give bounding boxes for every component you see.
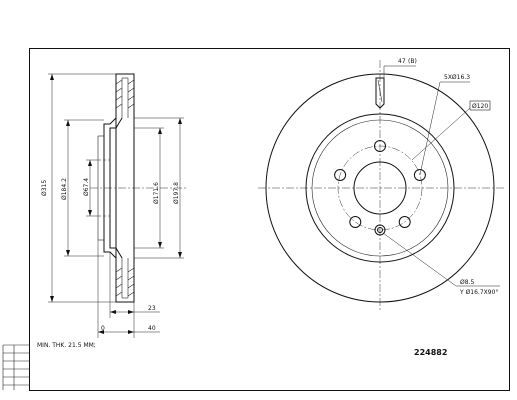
leader-bolts [419,81,441,176]
label-vent: 47 [398,58,406,65]
bolt-hole [398,216,411,228]
label-offset: 23 [148,305,156,312]
note-min-thickness: MIN. THK. 21.5 MM; [37,342,96,349]
hat-outer-circle [311,119,449,257]
label-pin-hole: Ø8.5 [460,279,474,286]
label-center-bore: Ø67.4 [83,178,90,196]
label-outer-diameter: Ø315 [41,180,48,196]
bolt-hole [413,169,426,181]
label-bolts: 5XØ16.3 [444,74,470,81]
bolt-hole [334,169,347,181]
pin-hole-inner [377,227,383,233]
vent-slot [375,77,385,109]
leader-pin-hole [382,232,457,287]
label-friction-inner: Ø197.8 [173,182,180,204]
label-inner-ring: Ø171.6 [153,182,160,204]
pin-hole [374,224,386,236]
disc-outer-circle [265,73,495,303]
label-pcd: Ø120 [472,103,488,110]
leader-pcd [411,107,471,161]
label-hat-diameter: Ø184.2 [61,178,68,200]
front-view: 47 (B) 5XØ16.3 Ø120 Ø8.5 Y Ø16.7X90° [258,58,505,312]
part-number: 224882 [414,348,447,357]
bolt-hole [349,216,362,228]
dim-height-small-mark: 0 [101,325,105,332]
drawing-frame [29,48,510,391]
label-height: 40 [148,325,156,332]
bolt-hole [374,140,386,152]
hat-section-inner [109,117,123,259]
center-bore-circle [353,161,407,215]
bolt-circle [337,145,423,231]
vent-hatching-top [115,79,135,109]
vent-hatching-bottom [115,267,135,297]
label-countersink: Y Ø16.7X90° [459,289,498,296]
vent-unit-mark: (B) [408,58,417,65]
friction-ring-inner-circle [305,113,455,263]
side-view: Ø315 Ø184.2 Ø67.4 Ø171.6 Ø197.8 [41,73,188,338]
title-block [2,344,30,390]
